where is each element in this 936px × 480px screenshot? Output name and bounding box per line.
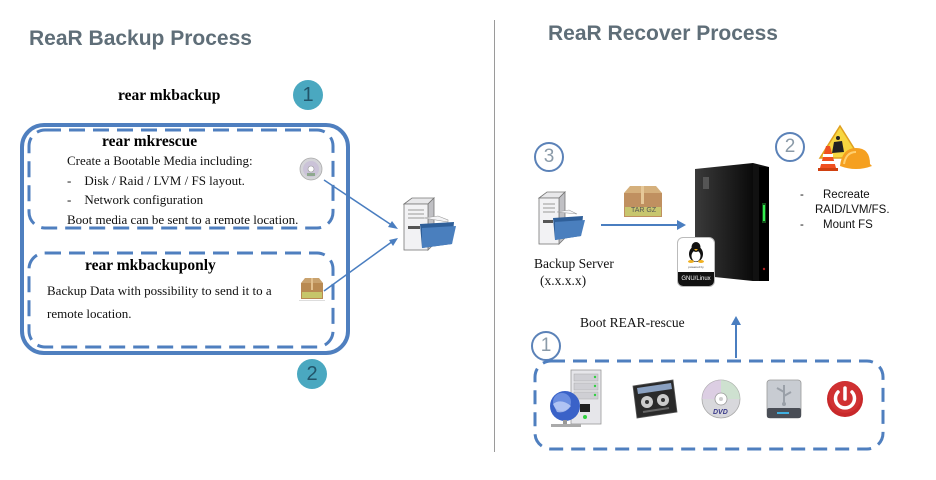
mkbackuponly-line: Backup Data with possibility to send it … [47,283,272,298]
mkrescue-line: Create a Bootable Media including: [67,153,253,168]
mkrescue-line: - Disk / Raid / LVM / FS layout. [67,172,245,188]
recover-step: - Recreate [800,189,870,201]
gnu-linux-label: GNU/Linux [678,272,714,286]
mkrescue-description: Create a Bootable Media including: - Dis… [67,151,298,229]
tar-gz-box-icon [299,278,325,301]
svg-text:DVD: DVD [713,409,728,416]
step-badge-2: 2 [775,132,805,162]
mkrescue-dashed-frame [27,128,335,230]
recover-step: - Mount FS [800,219,873,231]
recover-process-title: ReaR Recover Process [548,22,778,45]
step-badge-1: 1 [531,331,561,361]
backup-server-address: (x.x.x.x) [540,273,587,288]
arrow-rescue-to-server [323,179,394,227]
tar-gz-label: TAR GZ [631,207,657,214]
construction-work-icon [818,124,872,171]
power-button-icon [827,381,863,417]
step-badge-3: 3 [534,142,564,172]
mkbackuponly-title: rear mkbackuponly [85,257,216,274]
tape-cassette-icon [632,379,678,419]
usb-drive-icon [766,379,802,419]
tux-penguin-icon [688,242,704,263]
mkbackuponly-dashed-frame [27,251,335,349]
boot-rear-rescue-label: Boot REAR-rescue [580,315,685,330]
mkbackup-command-label: rear mkbackup [118,87,221,104]
powered-by-label: powered by [688,265,704,269]
gnu-linux-badge: powered by GNU/Linux [677,237,715,287]
backup-process-title: ReaR Backup Process [29,27,252,50]
step-badge-2: 2 [297,359,327,389]
boot-media-dashed-frame [533,359,885,451]
network-pxe-server-icon [550,369,602,427]
mkbackup-outer-frame [20,123,350,355]
backup-server-name: Backup Server [534,256,614,271]
backup-server-icon [537,191,585,245]
section-divider [494,20,495,452]
backup-server-label: Backup Server (x.x.x.x) [534,255,614,289]
mkbackuponly-description: Backup Data with possibility to send it … [47,279,272,325]
tar-gz-archive-icon [624,186,662,217]
dvd-disc-icon [299,157,323,181]
mkrescue-line: Boot media can be sent to a remote locat… [67,211,299,227]
arrowhead-to-host [677,220,686,230]
file-server-folder-icon [402,197,456,251]
mkrescue-line: - Network configuration [67,192,204,207]
recover-step: RAID/LVM/FS. [815,204,890,216]
step-badge-1: 1 [293,80,323,110]
dvd-disc-icon: DVD [701,379,741,419]
mkrescue-title: rear mkrescue [102,133,198,150]
arrowhead-boot [731,316,741,325]
mkbackuponly-line: remote location. [47,306,132,321]
recover-steps-list: - Recreate RAID/LVM/FS. - Mount FS [800,188,890,233]
arrowhead-backup [389,238,398,246]
arrowhead-rescue [388,221,398,229]
arrow-backup-to-server [323,240,394,292]
